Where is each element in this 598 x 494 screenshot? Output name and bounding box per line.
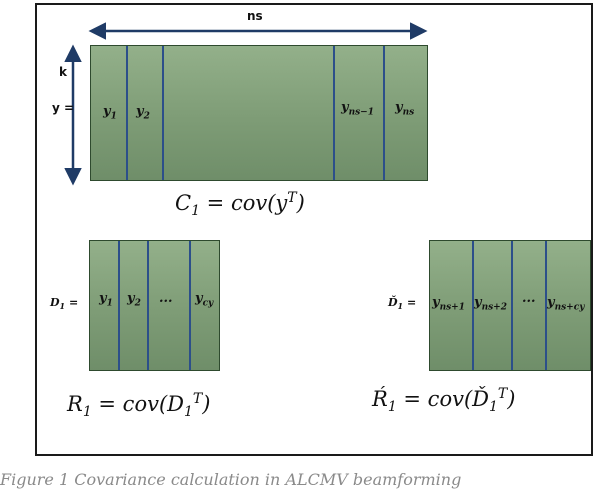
column-label: ycy [195, 291, 214, 309]
figure-caption: Figure 1 Covariance calculation in ALCMV… [0, 470, 462, 489]
width-label: ns [247, 9, 263, 23]
column-divider [147, 241, 149, 370]
column-divider [472, 241, 474, 370]
column-label: y1 [99, 291, 113, 309]
column-label: yns+1 [432, 295, 465, 313]
column-label: yns [395, 100, 415, 118]
column-divider [383, 46, 385, 180]
d1-prime-prefix: Ď1 = [388, 296, 417, 312]
column-divider [118, 241, 120, 370]
column-ellipsis: ... [522, 291, 536, 306]
r1-formula: R1 = cov(D1T) [67, 391, 211, 421]
d1-prefix: D1 = [50, 296, 79, 312]
column-label: y1 [103, 104, 117, 122]
r1-prime-formula: Ŕ1 = cov(Ď1T) [372, 386, 516, 416]
column-label: y2 [127, 291, 141, 309]
c1-formula: C1 = cov(yT) [175, 190, 305, 220]
height-label: k [59, 65, 67, 79]
column-divider [545, 241, 547, 370]
d1-matrix: y1 y2 ... ycy [89, 240, 220, 371]
column-divider [333, 46, 335, 180]
column-label: yns−1 [341, 100, 374, 118]
column-divider [126, 46, 128, 180]
column-ellipsis: ... [159, 291, 173, 306]
y-matrix: y1 y2 yns−1 yns [90, 45, 428, 181]
column-divider [511, 241, 513, 370]
column-divider [162, 46, 164, 180]
y-matrix-prefix: y = [52, 101, 75, 115]
column-label: yns+cy [547, 295, 585, 313]
column-label: yns+2 [474, 295, 507, 313]
d1-prime-matrix: yns+1 yns+2 ... yns+cy [429, 240, 591, 371]
diagram-frame [35, 3, 593, 456]
column-divider [189, 241, 191, 370]
column-label: y2 [136, 104, 150, 122]
